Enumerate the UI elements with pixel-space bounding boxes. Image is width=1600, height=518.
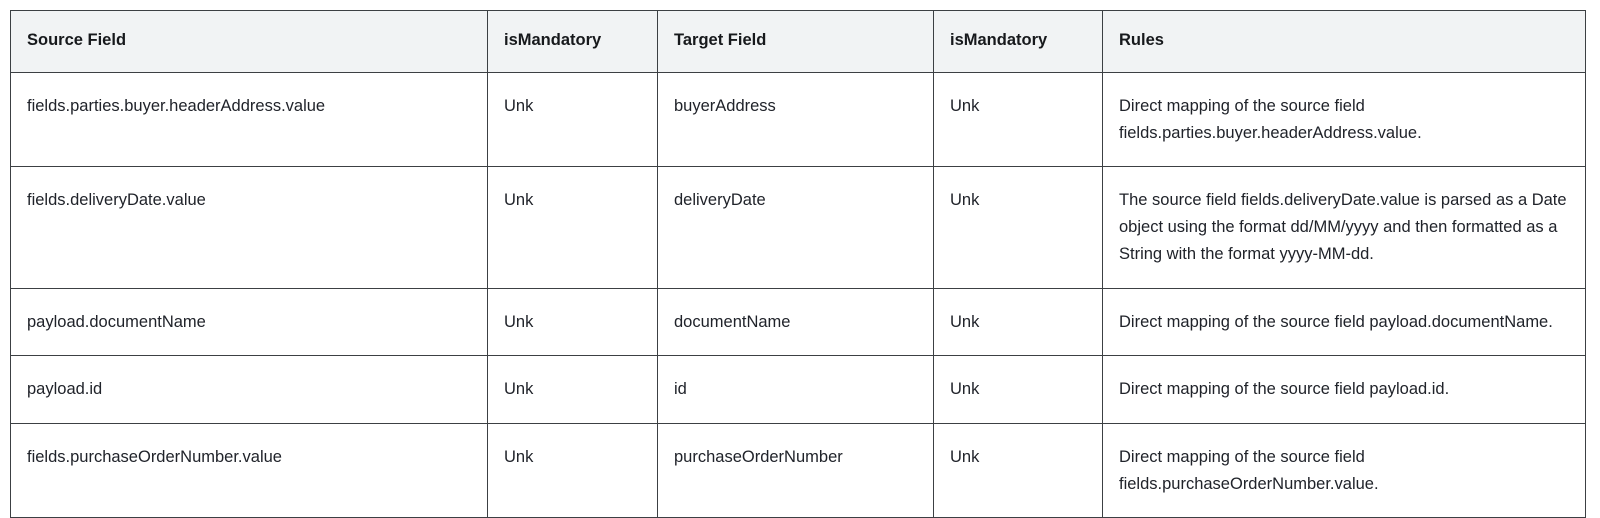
table-row: payload.documentName Unk documentName Un… (10, 287, 1586, 357)
cell-rules: Direct mapping of the source field paylo… (1102, 287, 1586, 357)
cell-source-is-mandatory: Unk (487, 71, 658, 168)
cell-rules: Direct mapping of the source field paylo… (1102, 355, 1586, 425)
table-row: fields.deliveryDate.value Unk deliveryDa… (10, 166, 1586, 289)
cell-target-is-mandatory: Unk (933, 287, 1103, 357)
cell-source-field: fields.parties.buyer.headerAddress.value (10, 71, 488, 168)
table-row: payload.id Unk id Unk Direct mapping of … (10, 355, 1586, 425)
page-root: Source Field isMandatory Target Field is… (10, 10, 1586, 518)
cell-source-is-mandatory: Unk (487, 423, 658, 518)
cell-source-is-mandatory: Unk (487, 166, 658, 289)
cell-source-is-mandatory: Unk (487, 287, 658, 357)
cell-target-is-mandatory: Unk (933, 71, 1103, 168)
column-header-target-is-mandatory[interactable]: isMandatory (933, 10, 1103, 73)
table-header-row: Source Field isMandatory Target Field is… (10, 10, 1586, 73)
table-body: fields.parties.buyer.headerAddress.value… (10, 71, 1586, 518)
cell-source-field: fields.deliveryDate.value (10, 166, 488, 289)
cell-target-is-mandatory: Unk (933, 166, 1103, 289)
cell-target-field: purchaseOrderNumber (657, 423, 934, 518)
table-header: Source Field isMandatory Target Field is… (10, 10, 1586, 73)
cell-target-field: documentName (657, 287, 934, 357)
mapping-table-container: Source Field isMandatory Target Field is… (10, 10, 1586, 518)
cell-target-is-mandatory: Unk (933, 355, 1103, 425)
cell-rules: Direct mapping of the source field field… (1102, 71, 1586, 168)
column-header-source-is-mandatory[interactable]: isMandatory (487, 10, 658, 73)
column-header-rules[interactable]: Rules (1102, 10, 1586, 73)
field-mapping-table: Source Field isMandatory Target Field is… (10, 10, 1586, 518)
cell-target-field: buyerAddress (657, 71, 934, 168)
cell-source-field: payload.documentName (10, 287, 488, 357)
cell-target-field: deliveryDate (657, 166, 934, 289)
cell-rules: Direct mapping of the source field field… (1102, 423, 1586, 518)
cell-source-is-mandatory: Unk (487, 355, 658, 425)
column-header-target-field[interactable]: Target Field (657, 10, 934, 73)
cell-source-field: fields.purchaseOrderNumber.value (10, 423, 488, 518)
cell-rules: The source field fields.deliveryDate.val… (1102, 166, 1586, 289)
cell-source-field: payload.id (10, 355, 488, 425)
cell-target-is-mandatory: Unk (933, 423, 1103, 518)
table-row: fields.purchaseOrderNumber.value Unk pur… (10, 423, 1586, 518)
column-header-source-field[interactable]: Source Field (10, 10, 488, 73)
table-row: fields.parties.buyer.headerAddress.value… (10, 71, 1586, 168)
cell-target-field: id (657, 355, 934, 425)
